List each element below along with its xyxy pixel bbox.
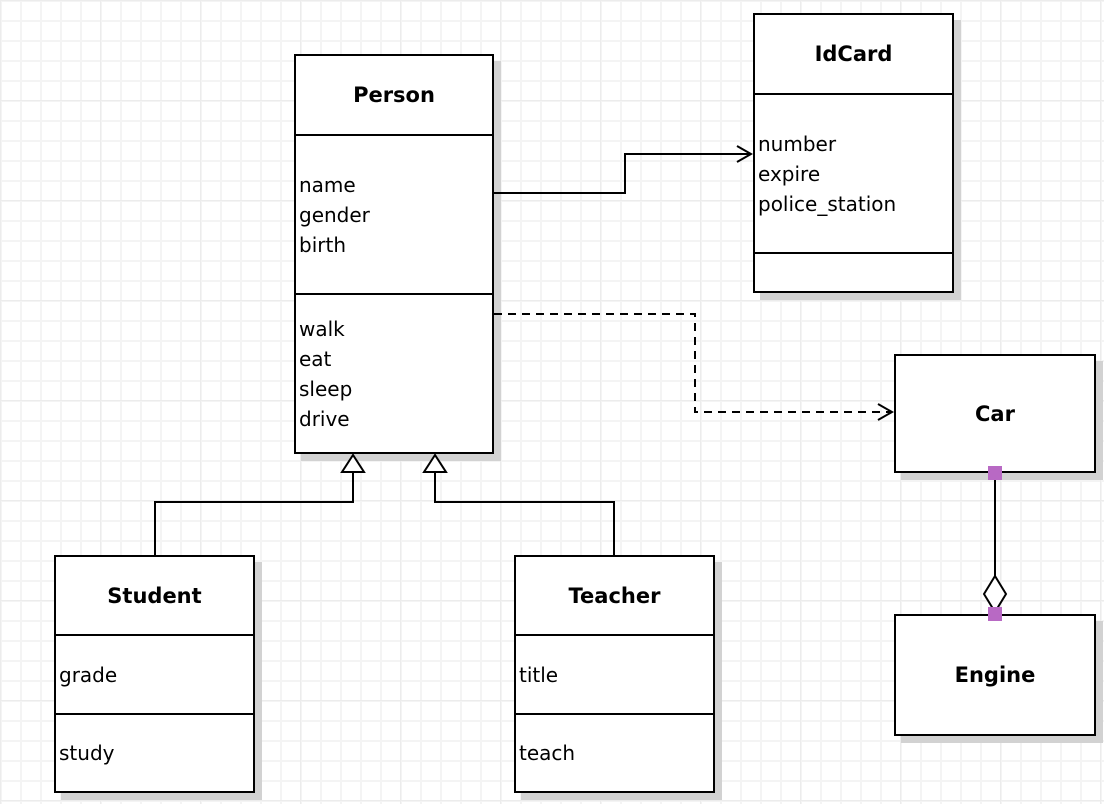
class-box-engine[interactable]: Engine — [894, 614, 1096, 736]
class-box-idcard[interactable]: IdCard number expire police_station — [753, 13, 954, 293]
method: sleep — [299, 376, 353, 401]
edge-generalization-teacher-person[interactable] — [422, 453, 615, 555]
attribute: title — [519, 662, 559, 687]
hollow-diamond-icon — [982, 574, 1008, 614]
connection-point-marker — [988, 466, 1002, 480]
method: walk — [299, 316, 345, 341]
method: eat — [299, 346, 332, 371]
open-arrow-icon — [736, 145, 754, 163]
attributes-compartment: name gender birth — [296, 134, 492, 293]
edge-aggregation-car-engine[interactable] — [982, 466, 1008, 621]
method: teach — [519, 741, 576, 765]
generalization-line — [154, 471, 354, 555]
edge-generalization-student-person[interactable] — [154, 453, 366, 555]
attributes-compartment: grade — [56, 634, 253, 713]
association-line — [494, 153, 751, 194]
class-title: IdCard — [814, 42, 893, 66]
class-title: Person — [353, 83, 435, 107]
edge-association-person-idcard[interactable] — [494, 145, 754, 194]
class-title: Student — [107, 583, 202, 608]
connection-point-marker — [988, 607, 1002, 621]
hollow-triangle-icon — [422, 453, 448, 473]
attribute: gender — [299, 202, 370, 227]
attribute: expire — [758, 161, 821, 186]
dependency-line — [494, 313, 892, 413]
class-title: Teacher — [568, 583, 661, 608]
methods-compartment: walk eat sleep drive — [296, 293, 492, 452]
attribute: number — [758, 131, 837, 156]
attribute: name — [299, 172, 356, 197]
open-arrow-icon — [877, 403, 895, 421]
class-title: Engine — [954, 663, 1036, 687]
methods-compartment-empty — [755, 252, 952, 291]
attribute: grade — [59, 662, 118, 687]
attribute: birth — [299, 232, 346, 257]
class-box-teacher[interactable]: Teacher title teach — [514, 555, 715, 793]
generalization-line — [434, 471, 615, 555]
hollow-triangle-icon — [340, 453, 366, 473]
method: study — [59, 741, 115, 765]
attributes-compartment: title — [516, 634, 713, 713]
methods-compartment: study — [56, 713, 253, 791]
method: drive — [299, 406, 350, 431]
class-box-person[interactable]: Person name gender birth walk eat sleep … — [294, 54, 494, 454]
attributes-compartment: number expire police_station — [755, 93, 952, 252]
class-box-student[interactable]: Student grade study — [54, 555, 255, 793]
class-box-car[interactable]: Car — [894, 354, 1096, 473]
attribute: police_station — [758, 191, 897, 216]
class-title: Car — [975, 401, 1015, 426]
methods-compartment: teach — [516, 713, 713, 791]
edge-dependency-person-car[interactable] — [494, 313, 895, 421]
